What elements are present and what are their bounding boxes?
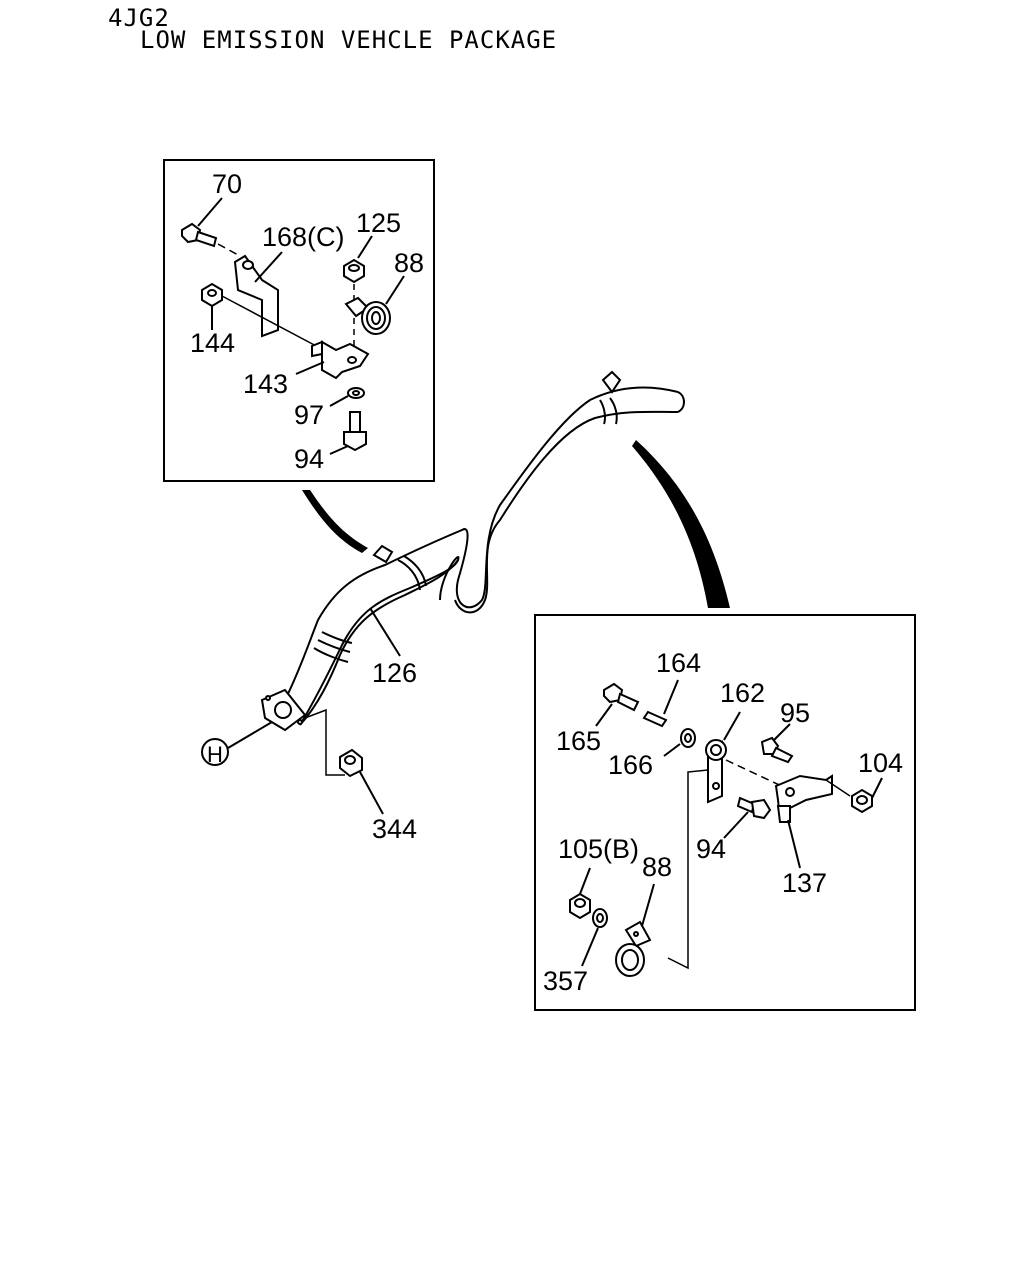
detail-box-upper [163,159,435,482]
label-165: 165 [556,726,601,756]
bolt-70 [181,222,218,248]
label-344: 344 [372,814,417,844]
label-137: 137 [782,868,827,898]
detail-pointer-lower [632,440,730,608]
label-88-upper: 88 [394,248,424,278]
label-105b: 105(B) [558,834,639,864]
detail-pointer-upper [302,490,368,553]
detail-box-lower [534,614,916,1011]
bolt-94-lower [736,796,772,820]
washer-357 [592,908,608,928]
label-164: 164 [656,648,701,678]
label-162: 162 [720,678,765,708]
bracket-137 [774,774,833,823]
reference-h-marker [201,738,229,766]
label-94-lower: 94 [696,834,726,864]
nut-144 [201,282,223,308]
label-143: 143 [243,369,288,399]
label-70: 70 [212,169,242,199]
bolt-95 [760,736,794,764]
bracket-168c [233,254,279,338]
bracket-143 [311,340,370,380]
label-95: 95 [780,698,810,728]
washer-166 [680,728,696,748]
label-94-upper: 94 [294,444,324,474]
clamp-88-upper [344,296,391,335]
label-97: 97 [294,400,324,430]
nut-104 [851,788,873,814]
label-88-lower: 88 [642,852,672,882]
clamp-88-lower [615,920,652,977]
pipe-126 [260,370,685,732]
bolt-165 [603,682,640,712]
diagram-title: LOW EMISSION VEHCLE PACKAGE [140,26,558,54]
nut-105b [569,892,591,920]
label-357: 357 [543,966,588,996]
nut-344 [339,748,363,778]
pin-164 [642,710,668,728]
label-104: 104 [858,748,903,778]
washer-97 [347,387,365,399]
label-126: 126 [372,658,417,688]
bracket-162 [705,739,727,804]
diagram-code: 4JG2 [108,4,170,32]
label-166: 166 [608,750,653,780]
label-168c: 168(C) [262,222,345,252]
bolt-94-upper [343,411,367,452]
label-h: H [207,742,223,767]
label-125: 125 [356,208,401,238]
label-144: 144 [190,328,235,358]
nut-125 [343,258,365,284]
